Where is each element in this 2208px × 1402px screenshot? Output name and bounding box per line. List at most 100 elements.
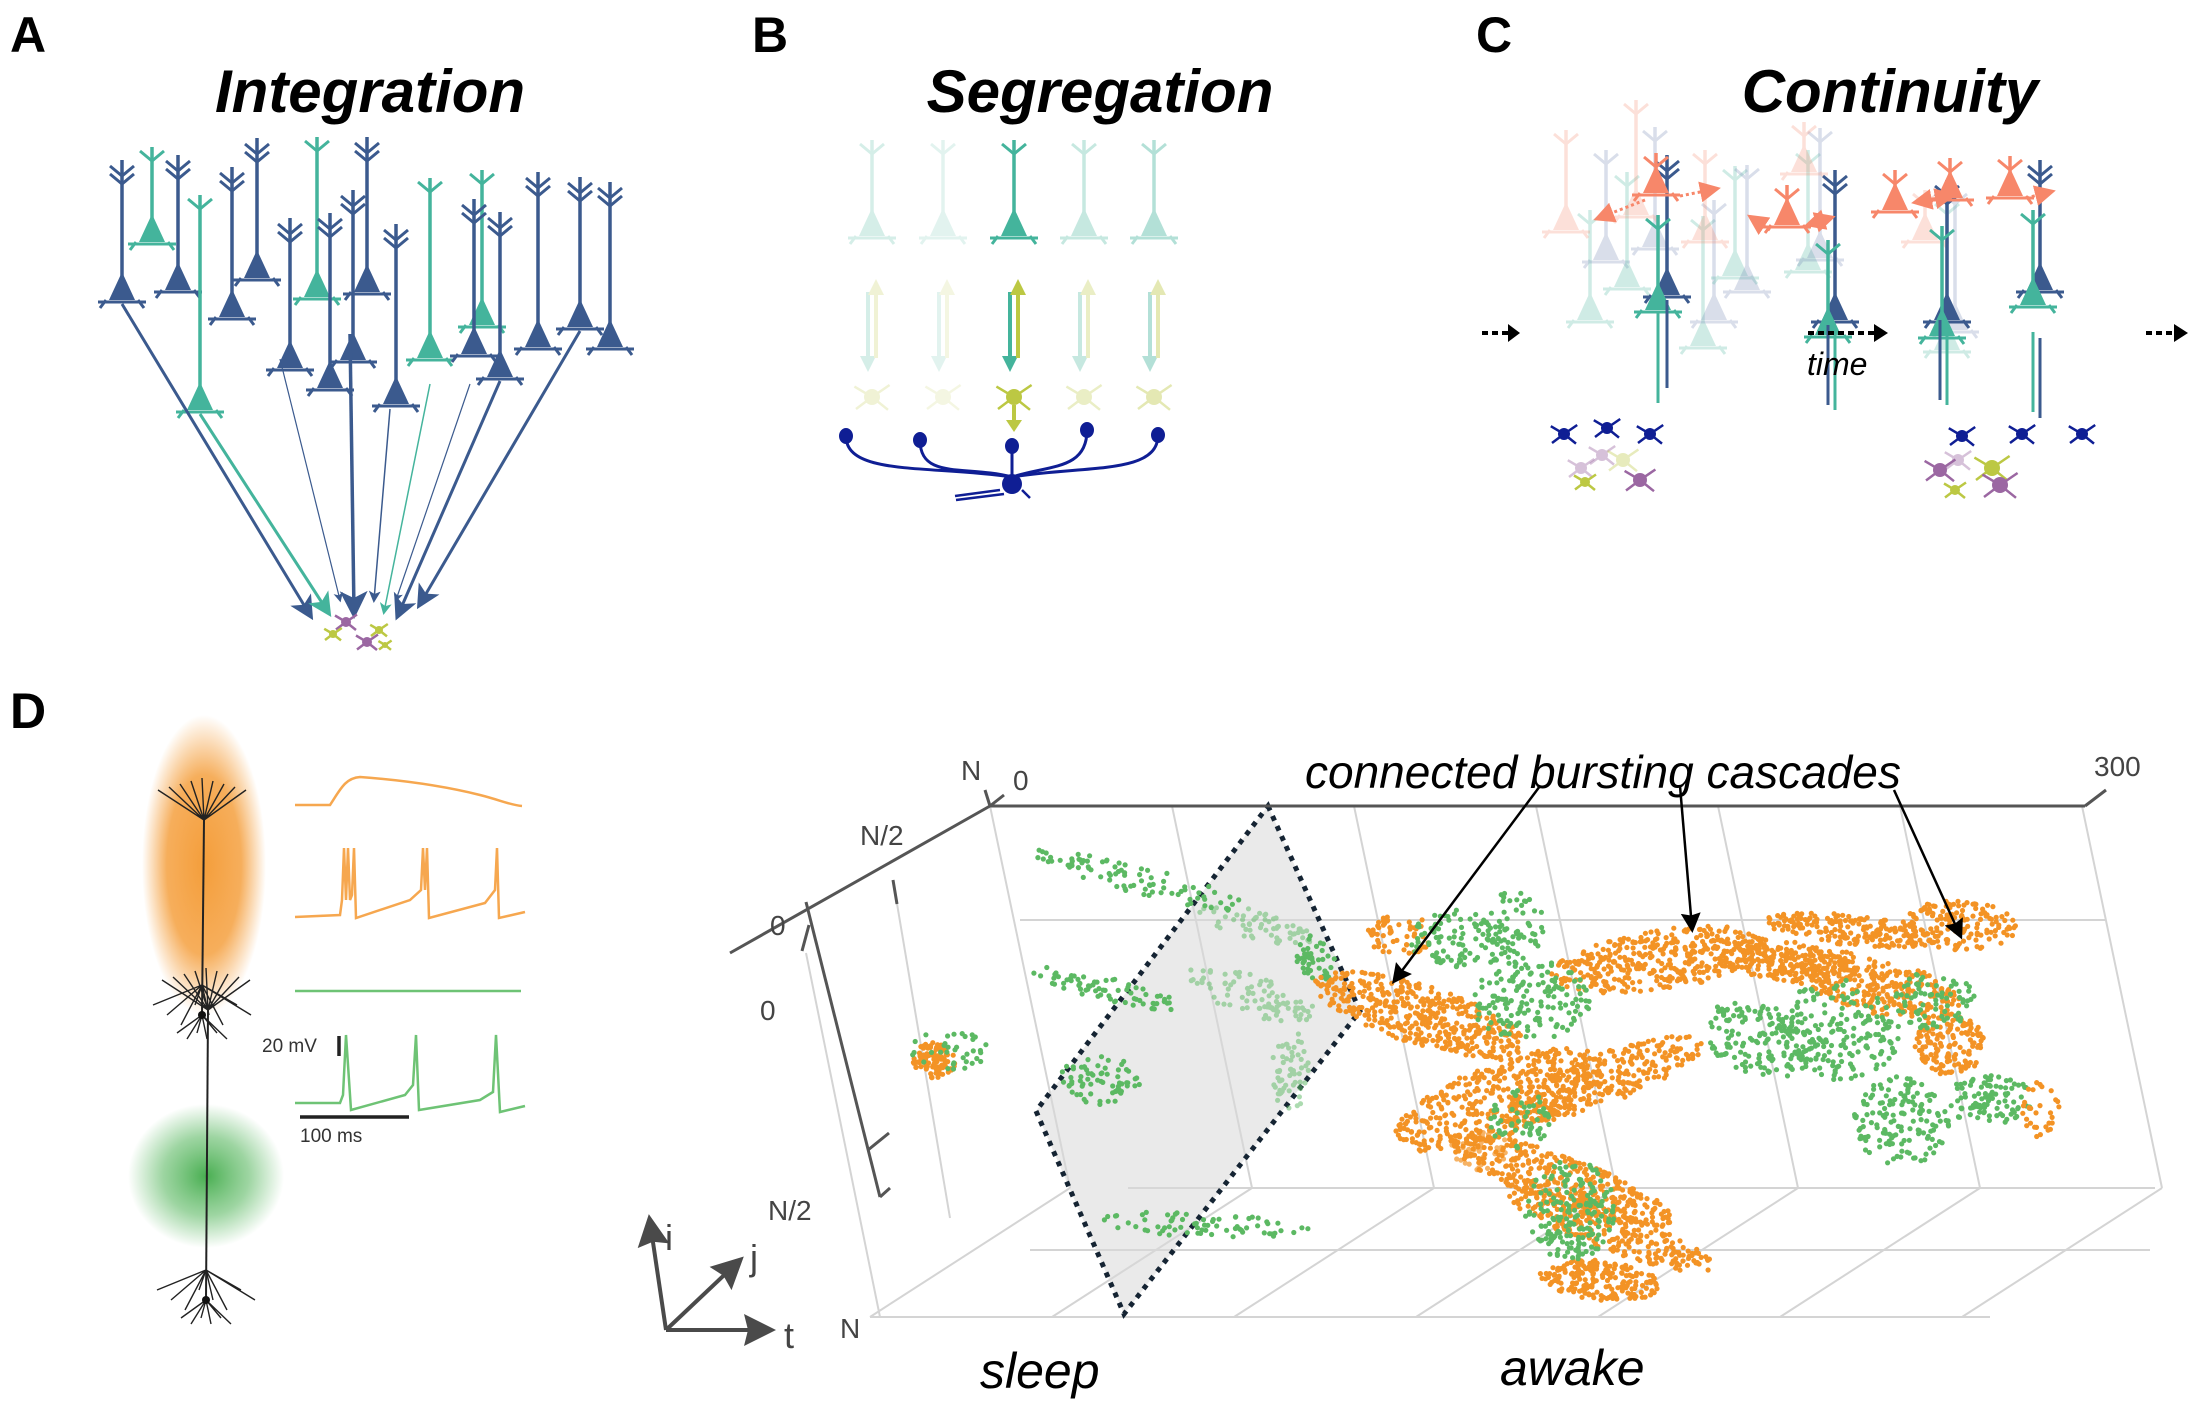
pyramidal-neuron-somatic-active bbox=[156, 967, 256, 1325]
spike-cluster-orange bbox=[1912, 1013, 1986, 1077]
spike-cluster-green bbox=[1059, 1054, 1142, 1107]
interneuron-lime bbox=[377, 639, 393, 651]
panel-letter-b: B bbox=[752, 7, 789, 63]
pyramidal-neuron bbox=[450, 199, 498, 363]
pyramidal-neuron bbox=[343, 137, 391, 301]
axis-i bbox=[804, 901, 882, 1198]
pyramidal-neuron bbox=[306, 213, 354, 397]
lime-interneuron bbox=[1943, 481, 1967, 499]
active-neuron-salmon bbox=[1632, 153, 1680, 202]
lime-interneuron bbox=[1573, 473, 1597, 491]
axis-t-start-tick bbox=[989, 793, 1005, 808]
pyramidal-neuron bbox=[98, 160, 146, 309]
spike-cluster-orange bbox=[1499, 1034, 1704, 1126]
pyramidal-neuron bbox=[586, 182, 634, 356]
integration-diagram bbox=[98, 137, 634, 651]
active-neuron-teal bbox=[1634, 215, 1682, 319]
active-neuron-salmon bbox=[1871, 170, 1919, 219]
bidirectional-projection bbox=[931, 279, 955, 372]
pyramidal-neuron bbox=[514, 172, 562, 356]
pyramidal-neuron bbox=[990, 140, 1038, 245]
tick-j-half: N/2 bbox=[860, 820, 904, 851]
pyramidal-neuron bbox=[266, 218, 314, 377]
grid-line bbox=[2081, 805, 2163, 1189]
orientation-t-label: t bbox=[784, 1315, 794, 1356]
pyramidal-neuron bbox=[208, 167, 256, 326]
panel-title-continuity: Continuity bbox=[1741, 58, 2039, 125]
grid-line bbox=[1961, 1187, 2163, 1318]
grid-line bbox=[1779, 1187, 1981, 1318]
bidirectional-projection bbox=[1072, 279, 1096, 372]
trace-orange-dendritic bbox=[295, 775, 523, 808]
lateral-arrow bbox=[1679, 181, 1721, 203]
interneuron-lime bbox=[323, 626, 343, 642]
faded-neuron bbox=[1711, 166, 1759, 285]
spike-cluster-green bbox=[1852, 1074, 1952, 1166]
spike-cluster-orange bbox=[1365, 914, 1434, 956]
pyramidal-neuron bbox=[476, 212, 524, 386]
time-label: time bbox=[1807, 346, 1867, 382]
interneuron-purple bbox=[334, 613, 358, 631]
active-neuron-teal bbox=[1804, 240, 1852, 344]
faded-neuron bbox=[1679, 216, 1727, 355]
lime-interneuron bbox=[853, 383, 891, 411]
purple-interneuron bbox=[1944, 449, 1972, 471]
soma bbox=[202, 1296, 210, 1304]
active-neuron-blue bbox=[1811, 170, 1859, 329]
pyramidal-neuron bbox=[293, 137, 341, 306]
axis-j-mid-tick bbox=[891, 879, 899, 905]
spike-cluster-orange bbox=[1900, 898, 2018, 953]
lateral-arrow bbox=[1747, 214, 1771, 236]
faded-neuron bbox=[1542, 130, 1590, 239]
navy-interneuron bbox=[1550, 423, 1578, 445]
lime-interneuron bbox=[924, 383, 962, 411]
scalebar-time-label: 100 ms bbox=[300, 1126, 362, 1147]
orientation-i-label: i bbox=[665, 1217, 673, 1258]
projection-arrow bbox=[198, 413, 332, 618]
axis-j bbox=[729, 804, 991, 955]
apical-dendrite bbox=[205, 1009, 209, 1301]
spike-cluster-green bbox=[1779, 977, 1901, 1082]
trace-green-somatic bbox=[295, 1034, 526, 1114]
lime-arrowhead bbox=[1006, 420, 1022, 432]
spike-cluster-green bbox=[1409, 907, 1511, 970]
orientation-j-label: j bbox=[749, 1237, 758, 1278]
panel-letter-a: A bbox=[10, 7, 47, 63]
pyramidal-neuron-apical-active bbox=[152, 777, 252, 1040]
faded-neuron bbox=[1681, 150, 1729, 249]
spike-cluster-green bbox=[1893, 971, 1977, 1031]
active-neuron-salmon bbox=[1763, 185, 1811, 234]
projection-arrow bbox=[339, 333, 368, 619]
projection-arrow bbox=[368, 408, 391, 603]
lateral-arrow bbox=[1593, 198, 1646, 223]
scalebar-voltage-label: 20 mV bbox=[262, 1036, 317, 1057]
active-neuron-blue bbox=[1643, 155, 1691, 304]
panel-letter-c: C bbox=[1476, 7, 1513, 63]
interneuron-lime bbox=[369, 622, 389, 638]
spike-cluster-green bbox=[1708, 1000, 1819, 1079]
navy-process bbox=[844, 435, 1013, 479]
navy-interneuron-soma bbox=[1002, 474, 1022, 494]
projection-arrow bbox=[120, 303, 314, 621]
spike-dots bbox=[910, 847, 2062, 1303]
spike-cluster-orange bbox=[1449, 1127, 1508, 1173]
purple-interneuron bbox=[1567, 457, 1595, 479]
pyramidal-neuron bbox=[1130, 140, 1178, 245]
grid-line bbox=[1717, 805, 1799, 1189]
tick-i-half: N/2 bbox=[768, 1195, 812, 1226]
navy-bouton bbox=[839, 428, 853, 444]
grid-line bbox=[869, 1187, 1071, 1318]
pyramidal-neuron bbox=[1060, 140, 1108, 245]
projection-arrow bbox=[393, 383, 471, 603]
lateral-arrow bbox=[1911, 188, 1956, 210]
navy-interneuron bbox=[2068, 423, 2096, 445]
spike-cluster-green bbox=[1035, 847, 1242, 913]
raster-3d-plot: N 0 N/2 0 0 N/2 N 300 i j t connected bu… bbox=[637, 746, 2163, 1399]
navy-bouton bbox=[1151, 427, 1165, 443]
lime-interneuron bbox=[1606, 448, 1640, 473]
grid-line bbox=[1353, 805, 1435, 1189]
spike-cluster-green bbox=[1472, 959, 1592, 1040]
time-arrow-right bbox=[2146, 324, 2188, 342]
axis-t-end-tick bbox=[2084, 788, 2107, 808]
lime-interneuron bbox=[1973, 454, 2011, 482]
